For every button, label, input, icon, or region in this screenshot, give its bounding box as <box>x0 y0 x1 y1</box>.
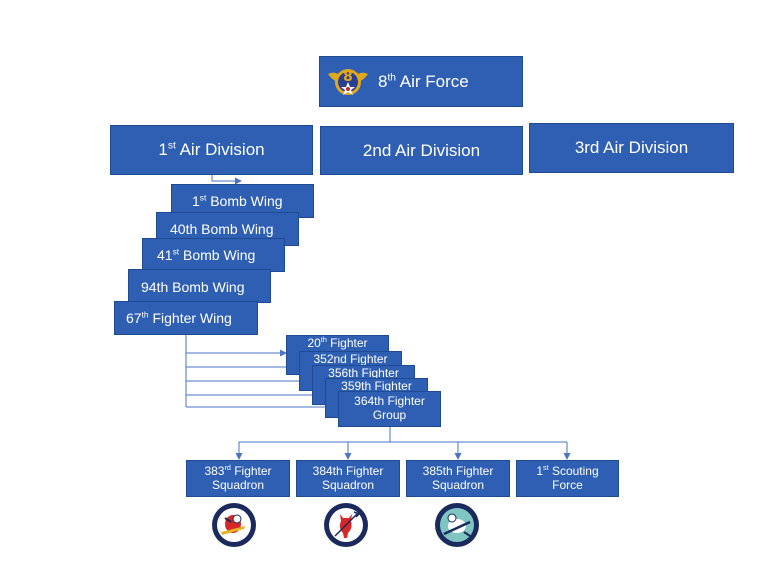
eighth-af-label: Air Force <box>395 71 469 91</box>
wing-1-sup: st <box>199 192 207 203</box>
squadron-383-patch-icon <box>212 503 256 547</box>
squadron-384-line1: 384th Fighter <box>312 463 384 478</box>
scouting-force-box: 1st Scouting Force <box>516 460 619 497</box>
group-352-label: 352nd Fighter <box>313 352 388 366</box>
division-to-wing-connector <box>211 175 242 185</box>
scouting-force-label: Scouting <box>548 463 599 478</box>
squadron-384-line2: Squadron <box>321 477 375 492</box>
wing-41-box: 41st Bomb Wing <box>142 238 285 272</box>
division-3-box: 3rd Air Division <box>529 123 734 173</box>
group-20-num: 20 <box>307 336 321 350</box>
group-359-label: 359th Fighter <box>341 379 412 393</box>
group-364-line1: 364th Fighter <box>354 394 425 409</box>
division-2-label: 2nd Air Division <box>362 140 481 160</box>
group-364-box: 364th Fighter Group <box>338 391 441 427</box>
wing-1-label: Bomb Wing <box>206 193 283 209</box>
wing-41-label: Bomb Wing <box>179 247 256 263</box>
division-1-label: Air Division <box>175 140 265 160</box>
squadron-383-box: 383rd Fighter Squadron <box>186 460 290 497</box>
wing-67-num: 67 <box>126 309 142 326</box>
group-356-label: 356th Fighter <box>328 366 399 380</box>
squadron-384-box: 384th Fighter Squadron <box>296 460 400 497</box>
svg-text:8: 8 <box>343 69 353 85</box>
eighth-air-force-box: 8 8th Air Force <box>319 56 523 107</box>
group-20-sup: th <box>320 335 327 344</box>
squadron-383-sup: rd <box>224 462 231 472</box>
scouting-force-sup: st <box>543 462 549 472</box>
wing-41-num: 41 <box>157 247 173 263</box>
wing-40-label: 40th Bomb Wing <box>170 221 274 237</box>
division-1-num: 1 <box>158 140 168 160</box>
squadron-385-line1: 385th Fighter <box>422 463 494 478</box>
wing-67-box: 67th Fighter Wing <box>114 301 258 335</box>
wing-1-num: 1 <box>192 193 200 209</box>
squadron-385-box: 385th Fighter Squadron <box>406 460 510 497</box>
group-20-label: Fighter <box>326 336 368 350</box>
eighth-af-num: 8 <box>378 71 388 91</box>
wing-94-label: 94th Bomb Wing <box>141 279 245 295</box>
group-364-line2: Group <box>372 408 407 422</box>
squadron-383-num: 383 <box>204 463 225 478</box>
eighth-air-force-emblem-icon: 8 <box>328 68 368 95</box>
division-3-label: 3rd Air Division <box>574 138 689 158</box>
squadron-385-line2: Squadron <box>431 477 485 492</box>
division-1-box: 1st Air Division <box>110 125 313 175</box>
wing-67-sup: th <box>141 309 149 320</box>
scouting-force-num: 1 <box>536 463 544 478</box>
division-2-box: 2nd Air Division <box>320 126 523 175</box>
division-1-sup: st <box>167 140 176 152</box>
squadron-385-patch-icon <box>435 503 479 547</box>
eighth-af-sup: th <box>387 72 396 84</box>
scouting-force-line2: Force <box>552 477 583 492</box>
squadron-383-line2: Squadron <box>211 477 265 492</box>
squadron-383-label: Fighter <box>230 463 272 478</box>
wing-41-sup: st <box>172 246 180 257</box>
wing-94-box: 94th Bomb Wing <box>128 269 271 303</box>
wing-67-label: Fighter Wing <box>148 309 232 326</box>
squadron-384-patch-icon <box>324 503 368 547</box>
